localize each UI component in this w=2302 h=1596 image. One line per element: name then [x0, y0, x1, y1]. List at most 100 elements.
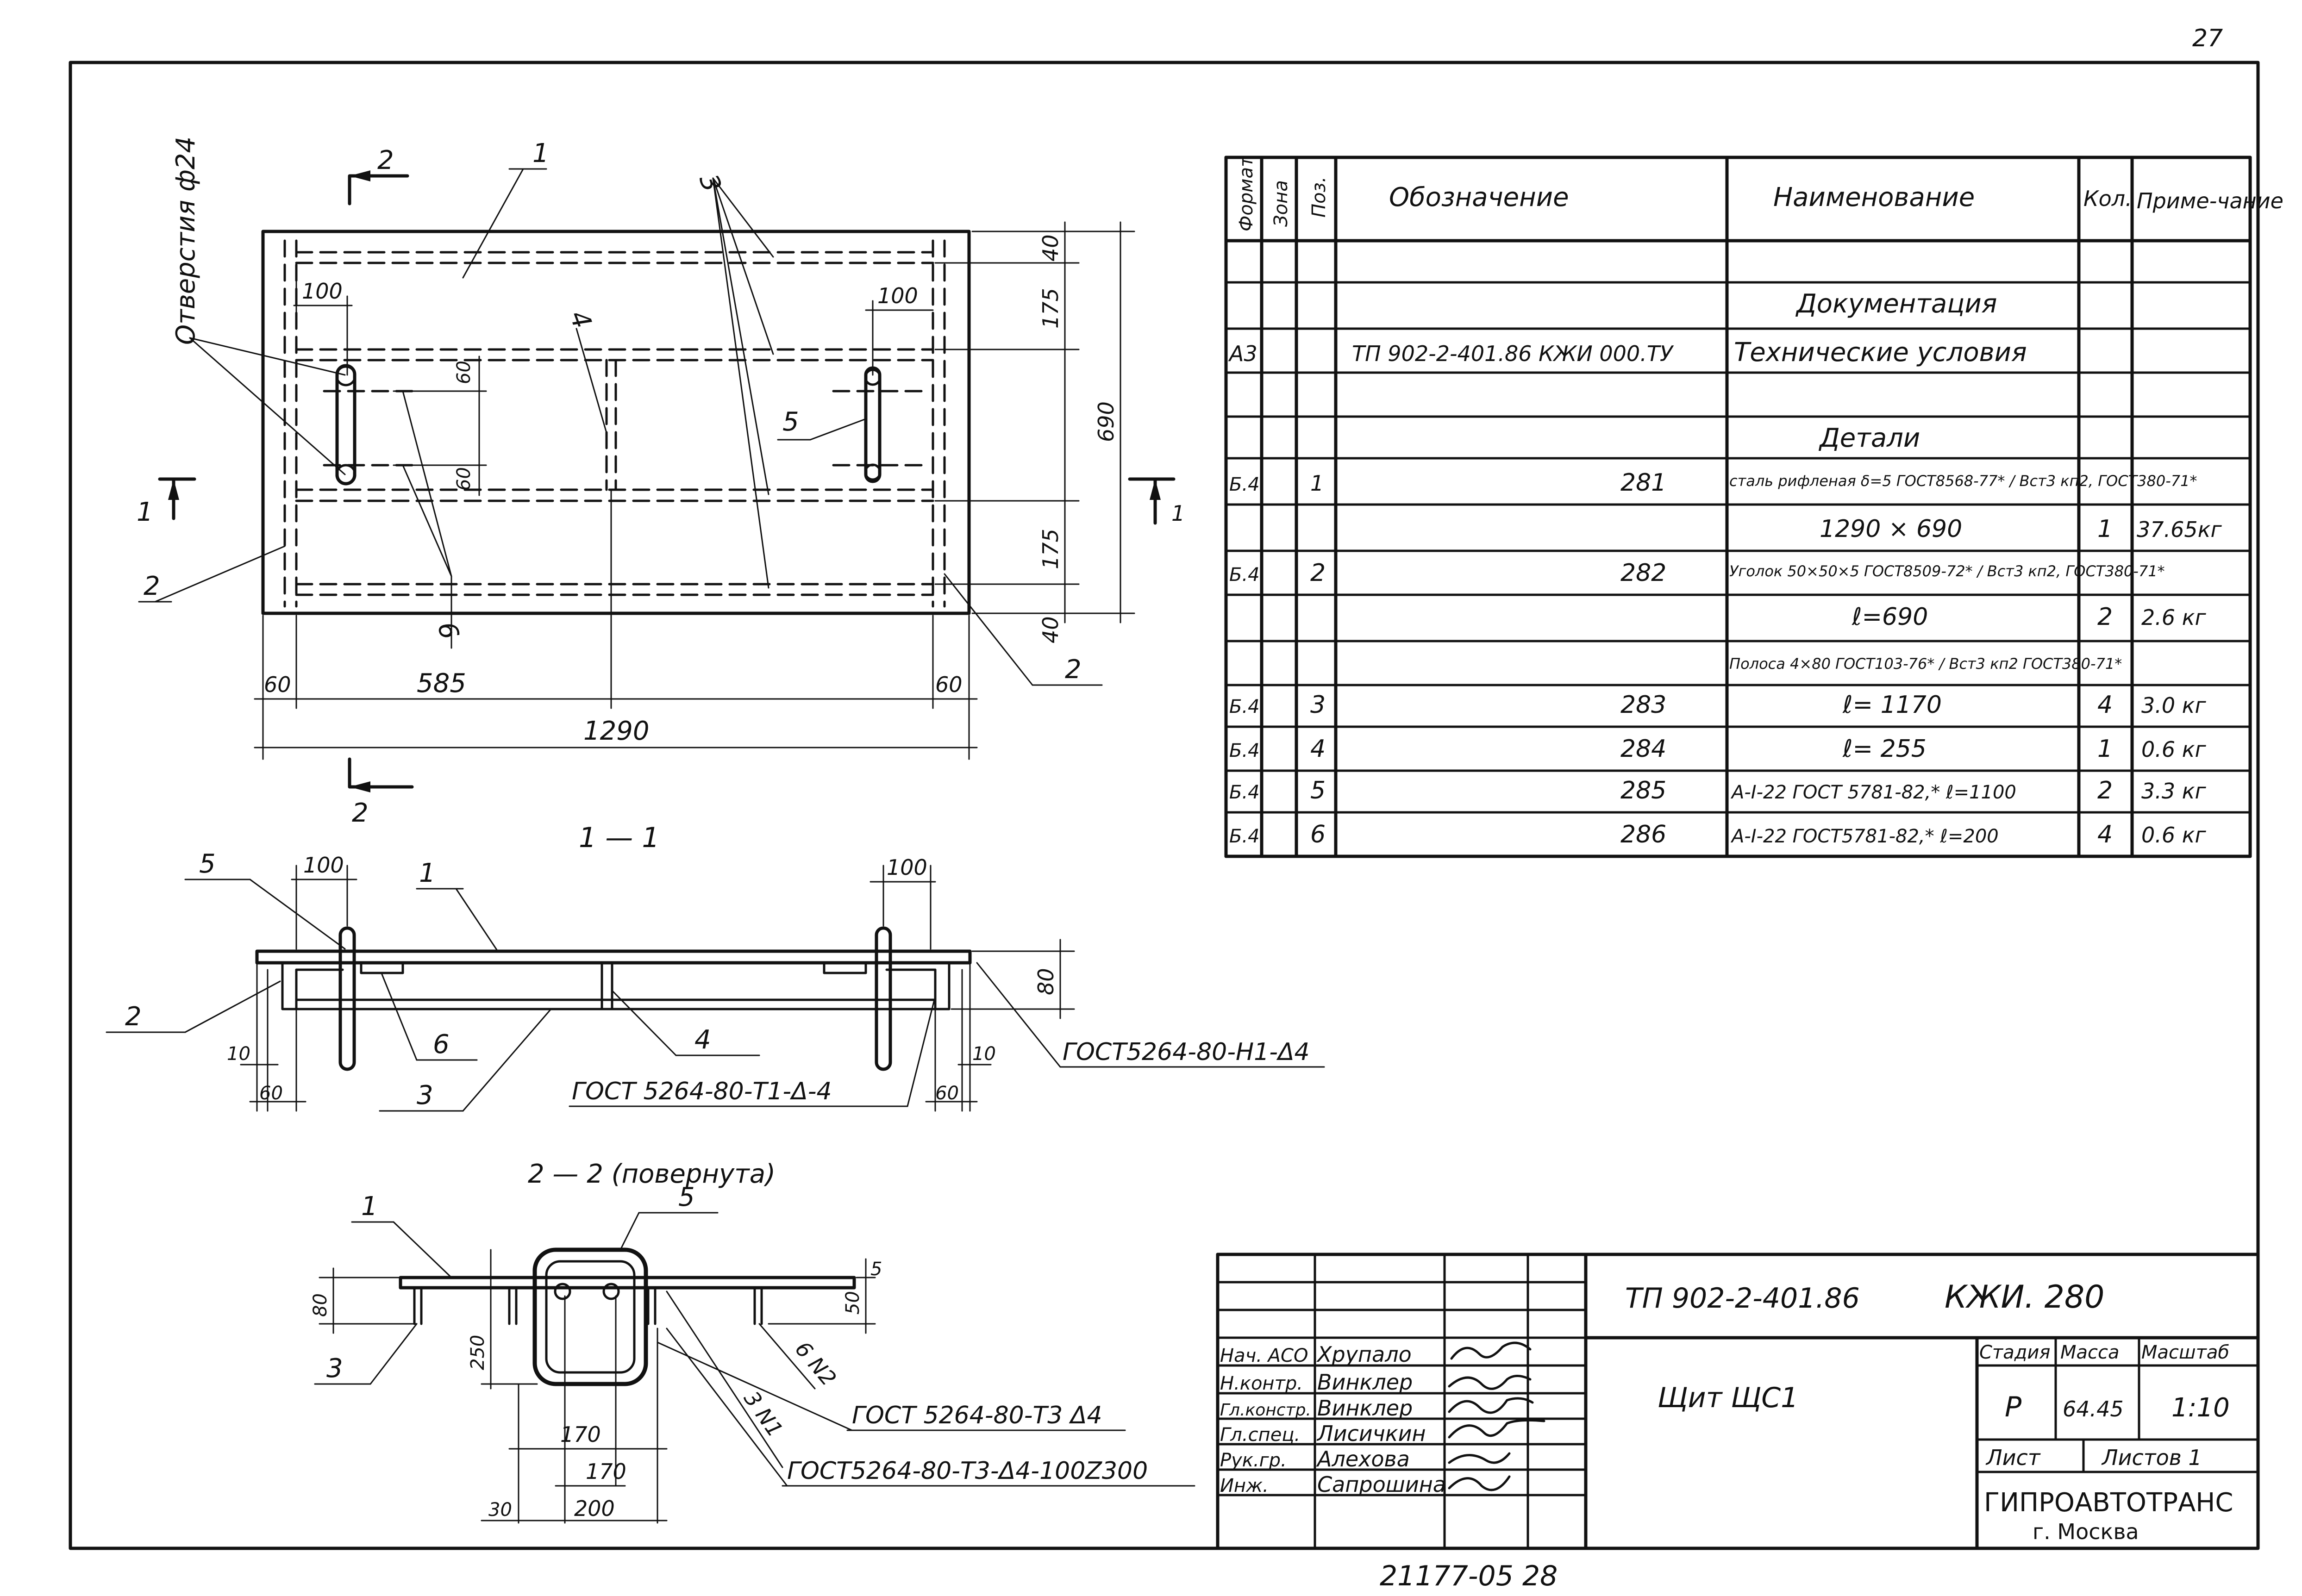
tb-role: Гл.констр.	[1220, 1401, 1311, 1420]
spec-row-pos: 6	[1310, 821, 1326, 848]
tb-title: Щит ЩС1	[1658, 1382, 1798, 1414]
tb-document-code: ТП 902-2-401.86	[1625, 1282, 1860, 1315]
sec22-dim-170-bottom: 170	[586, 1459, 626, 1484]
sec11-pos-4: 4	[694, 1025, 711, 1055]
spec-row-note: 3.3 кг	[2141, 779, 2207, 804]
spec-row-note: 3.0 кг	[2141, 693, 2207, 718]
spec-row-format: Б.4	[1229, 474, 1260, 495]
spec-row-format: Б.4	[1229, 782, 1260, 803]
spec-row-format: Б.4	[1229, 696, 1260, 717]
tb-sheet-code: КЖИ. 280	[1945, 1279, 2104, 1315]
tb-role: Н.контр.	[1220, 1373, 1303, 1394]
spec-row-format: А3	[1228, 341, 1257, 366]
sec11-pos-2: 2	[125, 1002, 142, 1032]
dim-40-bottom: 40	[1038, 616, 1063, 643]
tb-name: Сапрошина	[1317, 1472, 1446, 1497]
dim-60-top: 60	[453, 361, 475, 384]
spec-row-note: 37.65кг	[2137, 517, 2222, 542]
sec22-dim-200: 200	[574, 1496, 615, 1521]
spec-row-name: ℓ=690	[1852, 603, 1928, 631]
section-2-2-title: 2 — 2 (повернута)	[528, 1159, 776, 1189]
tb-name: Лисичкин	[1316, 1421, 1426, 1446]
plan-view: 100 100 60 60 40 175 690 175 40	[137, 137, 1185, 828]
sec22-dim-250: 250	[467, 1335, 488, 1370]
tb-mass-label: Масса	[2060, 1342, 2120, 1363]
spec-header-qty: Кол.	[2083, 186, 2132, 211]
spec-row-qty: 4	[2097, 821, 2113, 848]
plan-pos-3: 3	[693, 170, 727, 196]
dim-60-bottom: 60	[453, 467, 475, 491]
dim-100-right: 100	[877, 283, 918, 308]
tb-scale-label: Масштаб	[2141, 1342, 2229, 1363]
sec11-dim-80: 80	[1033, 968, 1058, 995]
tb-role: Гл.спец.	[1220, 1424, 1300, 1446]
spec-row-format: Б.4	[1229, 564, 1260, 586]
sec22-dim-30: 30	[488, 1499, 512, 1521]
dim-100-left: 100	[302, 279, 343, 304]
spec-row-note: 0.6 кг	[2141, 737, 2207, 762]
section-1-left-marker: 1	[137, 497, 153, 527]
spec-row-format: Б.4	[1229, 740, 1260, 761]
sec11-dim-10-right: 10	[972, 1043, 996, 1065]
tb-role: Нач. АСО	[1220, 1345, 1308, 1366]
spec-row-designation: 281	[1620, 469, 1666, 497]
spec-row-pos: 4	[1310, 735, 1326, 763]
spec-row-name: 1290 × 690	[1820, 515, 1962, 543]
sec11-weld-1: ГОСТ 5264-80-Т1-Δ-4	[572, 1078, 832, 1105]
sec11-dim-100-right: 100	[887, 855, 927, 880]
tb-name: Винклер	[1317, 1370, 1413, 1395]
dim-1290: 1290	[583, 716, 650, 746]
section-1-right-marker: 1	[1171, 501, 1185, 526]
section-1-1: 1 — 1 100 100 80 10 60	[106, 822, 1325, 1112]
tb-organization: ГИПРОАВТОТРАНС	[1984, 1488, 2233, 1518]
tb-sheet-label: Лист	[1985, 1445, 2041, 1470]
tb-mass-value: 64.45	[2063, 1396, 2124, 1421]
sec11-weld-2: ГОСТ5264-80-Н1-Δ4	[1063, 1038, 1310, 1066]
sec22-dim-50: 50	[842, 1291, 863, 1315]
tb-stage-label: Стадия	[1979, 1342, 2050, 1363]
sec22-dim-5: 5	[870, 1259, 882, 1280]
holes-label: Отверстия ф24	[171, 137, 201, 345]
section-2-top-marker: 2	[377, 145, 394, 175]
spec-header-name: Наименование	[1773, 182, 1975, 212]
tb-sheets-label: Листов 1	[2101, 1445, 2202, 1470]
sec11-pos-3: 3	[417, 1080, 433, 1110]
spec-row-note: 0.6 кг	[2141, 823, 2207, 848]
spec-header-designation: Обозначение	[1389, 182, 1569, 212]
section-2-2: 2 — 2 (повернута) 80 250 5 50	[310, 1159, 1195, 1524]
dim-175-bottom: 175	[1038, 529, 1063, 569]
tb-role: Рук.гр.	[1220, 1450, 1287, 1471]
spec-row-qty: 4	[2097, 691, 2113, 719]
sec22-lead-6n2: 6 N2	[790, 1336, 842, 1390]
section-2-bottom-marker: 2	[352, 798, 369, 828]
sec11-dim-60-right: 60	[935, 1083, 959, 1104]
sec11-pos-1: 1	[419, 858, 436, 888]
sec22-dim-170-top: 170	[560, 1422, 601, 1447]
spec-row-name: Технические условия	[1734, 337, 2027, 368]
tb-city: г. Москва	[2033, 1519, 2139, 1544]
tb-scale-value: 1:10	[2171, 1393, 2230, 1423]
plan-pos-2: 2	[144, 571, 160, 601]
plan-pos-4: 4	[563, 307, 597, 333]
handwritten-signatures	[1448, 1341, 1545, 1491]
sec11-dim-60-left: 60	[259, 1083, 283, 1104]
tb-name: Хрупало	[1316, 1342, 1412, 1367]
title-block: Нач. АСО Хрупало Н.контр. Винклер Гл.кон…	[1216, 1253, 2260, 1550]
dim-60-right: 60	[935, 672, 963, 697]
spec-row-name: ℓ= 1170	[1842, 691, 1942, 719]
plan-pos-6: 6	[431, 619, 464, 642]
dim-690: 690	[1094, 401, 1119, 442]
spec-row-designation: 282	[1620, 559, 1666, 587]
spec-row-name: А-I-22 ГОСТ5781-82,* ℓ=200	[1730, 826, 1999, 847]
plan-pos-1: 1	[532, 138, 549, 168]
sec22-dim-80: 80	[310, 1293, 331, 1317]
dim-175-top: 175	[1038, 288, 1063, 329]
spec-row-pos: 5	[1310, 777, 1326, 804]
spec-row-designation: ТП 902-2-401.86 КЖИ 000.ТУ	[1352, 341, 1674, 366]
spec-row-pos: 3	[1310, 691, 1326, 719]
spec-row-pos: 2	[1310, 559, 1326, 587]
sheet-frame	[69, 61, 2260, 1550]
bottom-number: 21177-05 28	[1380, 1560, 1558, 1592]
plate-outline	[261, 230, 971, 615]
